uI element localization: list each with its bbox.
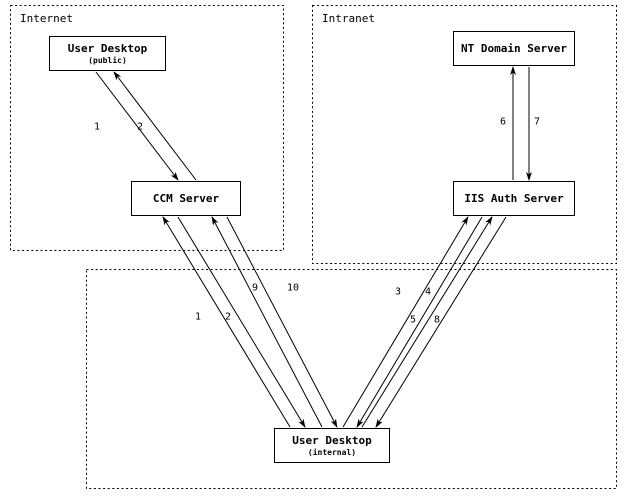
edge-label-edge-7: 7 [533, 116, 541, 128]
zone-boundaries [10, 5, 617, 489]
connector-edge-8 [375, 216, 507, 428]
node-title-user-desktop-public: User Desktop [67, 41, 148, 55]
connector-edge-3 [342, 216, 469, 428]
node-nt-domain-server[interactable]: NT Domain Server [453, 31, 575, 66]
node-subtitle-user-desktop-public: (public) [88, 55, 127, 65]
edge-label-edge-5: 5 [409, 314, 417, 326]
edge-label-edge-2b: 2 [224, 311, 232, 323]
connector-edge-2b [177, 216, 306, 428]
node-title-ccm-server: CCM Server [152, 192, 220, 205]
node-user-desktop-internal[interactable]: User Desktop(internal) [274, 428, 390, 463]
node-ccm-server[interactable]: CCM Server [131, 181, 241, 216]
zone-label-internet: Internet [20, 12, 73, 25]
node-title-user-desktop-internal: User Desktop [292, 433, 372, 447]
node-user-desktop-public[interactable]: User Desktop(public) [49, 36, 166, 71]
edge-label-edge-10: 10 [286, 282, 300, 294]
connector-edge-4 [356, 216, 483, 428]
edge-label-edge-3: 3 [394, 286, 402, 298]
zone-boundary-internal-network [86, 269, 617, 489]
connector-edge-10 [226, 216, 338, 428]
edge-label-edge-9: 9 [251, 282, 259, 294]
zone-boundary-intranet [312, 5, 617, 264]
connector-edge-1b [162, 216, 291, 428]
node-title-nt-domain-server: NT Domain Server [461, 42, 567, 55]
edge-label-edge-1: 1 [93, 121, 101, 133]
connector-edge-5 [361, 216, 493, 428]
node-subtitle-user-desktop-internal: (internal) [307, 447, 357, 457]
edge-connectors [95, 66, 532, 428]
connector-edge-1 [95, 71, 179, 181]
edge-label-edge-6: 6 [499, 116, 507, 128]
node-iis-auth-server[interactable]: IIS Auth Server [453, 181, 575, 216]
edge-label-edge-1b: 1 [194, 311, 202, 323]
edge-label-edge-2: 2 [136, 121, 144, 133]
edge-label-edge-8: 8 [433, 314, 441, 326]
edge-label-edge-4: 4 [424, 286, 432, 298]
node-title-iis-auth-server: IIS Auth Server [464, 192, 564, 205]
zone-label-intranet: Intranet [322, 12, 375, 25]
zone-boundary-internet [10, 5, 284, 251]
connector-edge-9 [211, 216, 323, 428]
connector-edge-2 [113, 71, 197, 181]
